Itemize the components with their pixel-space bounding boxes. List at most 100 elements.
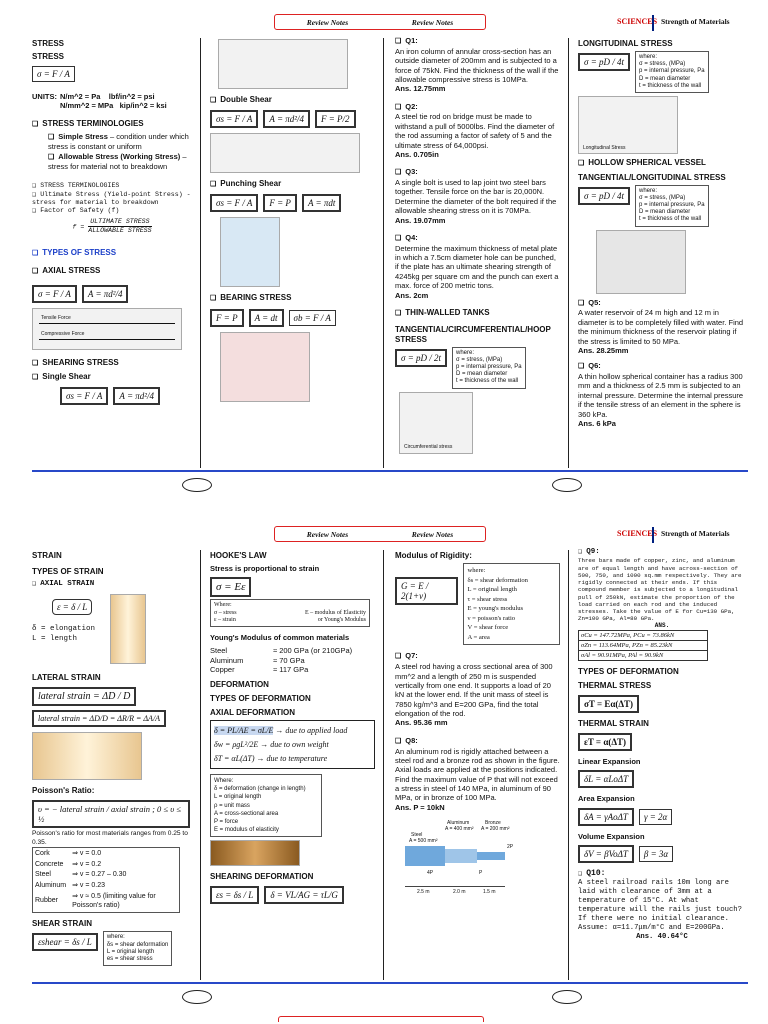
header-right: Review Notes <box>411 17 454 27</box>
circumferential-figure: Circumferential stress <box>399 391 473 454</box>
deformation-figure <box>210 839 300 866</box>
page-oval <box>552 478 582 492</box>
column-4: Q9: Three bars made of copper, zinc, and… <box>578 548 746 980</box>
section-title: HOOKE'S LAW <box>210 551 267 560</box>
question-label: Q8: <box>395 736 560 747</box>
page-2: Review Notes Review Notes SCIENCES Stren… <box>0 512 768 1024</box>
header-left: Review Notes <box>306 17 349 27</box>
section-title: STRESS <box>32 39 65 48</box>
section-title: HOLLOW SPHERICAL VESSEL <box>578 158 746 169</box>
legend-line: δs = shear deformation <box>467 576 528 584</box>
section-title: TANGENTIAL/CIRCUMFERENTIAL/HOOP STRESS <box>395 324 551 344</box>
thermal-stress-formula: σT = Eα(ΔT) <box>578 694 640 713</box>
lateral-formula: lateral strain = ΔD / D <box>32 687 137 707</box>
legend-line: p = internal pressure, Pa <box>639 202 705 209</box>
section-title: AXIAL STRESS <box>32 266 192 277</box>
hoop-block: σ = pD / 2t where: σ = stress, (MPa) p =… <box>395 346 560 389</box>
question-label: Q4: <box>395 233 560 244</box>
rigidity-legend: where: δs = shear deformation L = origin… <box>463 563 560 646</box>
question-text: A steel tie rod on bridge must be made t… <box>395 112 555 150</box>
shear-strain-legend: where: δs = shear deformation L = origin… <box>102 931 173 967</box>
poisson-cell: ⇒ v = 0.0 <box>72 849 102 857</box>
formula: σs = F / A <box>210 193 259 212</box>
subject-label: Strength of Materials <box>661 17 730 26</box>
legend-line: E = modulus of elasticity <box>214 826 279 833</box>
modulus: ≈ 117 GPa <box>273 665 309 675</box>
formula: σs = F / A <box>60 386 109 405</box>
page-footer-line <box>32 982 748 984</box>
formula-note: → due to own weight <box>260 740 329 750</box>
fs-numerator: ULTIMATE STRESS <box>88 218 152 228</box>
section-title: LATERAL STRAIN <box>32 673 101 683</box>
fig-label: 4P <box>427 870 434 877</box>
section-title: TYPES OF DEFORMATION <box>578 666 679 676</box>
answer: Ans. 40.64°C <box>636 933 688 942</box>
formula: σs = F / A <box>210 109 259 128</box>
shear-strain-formula: εshear = δs / L <box>32 933 98 952</box>
force-diagram: Tensile Force Compressive Force <box>32 308 182 351</box>
definition: L = length <box>32 634 78 643</box>
formula: γ = 2α <box>638 808 673 825</box>
section-title: STRAIN <box>32 551 62 560</box>
result-line: σZn = 113.64MPa, PZn = 85.23kN <box>578 640 708 651</box>
answer: Ans. P = 10kN <box>395 802 445 812</box>
header-left: Review Notes <box>306 529 349 539</box>
legend-line: P = force <box>214 818 239 825</box>
column-divider <box>568 38 569 468</box>
formula: F = P <box>263 193 297 212</box>
column-3: Modulus of Rigidity: G = E / 2(1+ν) wher… <box>395 548 560 980</box>
stress-formula: σ = F / A <box>32 66 75 82</box>
legend-line: p = internal pressure, Pa <box>456 364 522 370</box>
answer: Ans. 0.705in <box>395 149 439 159</box>
material: Aluminum <box>210 655 244 665</box>
hooke-formula: σ = Eε <box>210 577 252 598</box>
term-allowable: Allowable Stress (Working Stress) – stre… <box>32 152 192 172</box>
legend-line: where: <box>106 934 125 941</box>
fig-label: A = 500 mm² <box>409 838 438 845</box>
longitudinal-formula: σ = pD / 4t <box>578 53 631 71</box>
formula: A = πd²/4 <box>263 109 310 128</box>
question-label: Q1: <box>395 36 560 47</box>
question-text: Determine the maximum thickness of metal… <box>395 243 559 291</box>
subsection-title: Single Shear <box>32 372 192 383</box>
material-cell: Steel <box>35 871 51 879</box>
fig-label: Aluminum <box>447 820 470 827</box>
legend-line: where: <box>639 187 658 194</box>
formula: σb = F / A <box>288 310 336 327</box>
shear-strain-block: εshear = δs / L where: δs = shear deform… <box>32 931 192 967</box>
thermal-strain-formula: εT = α(ΔT) <box>578 732 632 751</box>
legend-line: L = original length <box>467 586 517 594</box>
legend-line: p = internal pressure, Pa <box>639 68 705 75</box>
legend-line: t = thickness of the wall <box>456 378 519 385</box>
material: Steel <box>210 646 228 656</box>
fig-dimension: 2.0 m <box>453 889 466 896</box>
formula: εs = δs / L <box>210 885 260 904</box>
fig-label: Bronze <box>485 820 501 827</box>
tang-long-legend: where: σ = stress, (MPa) p = internal pr… <box>635 184 709 227</box>
legend-line: where: <box>639 54 658 60</box>
steel-rod <box>405 846 445 867</box>
question-text: A single bolt is used to lap joint two s… <box>395 178 557 216</box>
section-title: BEARING STRESS <box>210 293 375 304</box>
young-table: Steel≈ 200 GPa (or 210GPa) Aluminum≈ 70 … <box>210 646 375 674</box>
section-title: THERMAL STRESS <box>578 680 652 690</box>
formula: δV = βVoΔT <box>578 845 634 864</box>
hoop-legend: where: σ = stress, (MPa) p = internal pr… <box>452 346 526 389</box>
section-title: THIN-WALLED TANKS <box>395 308 560 319</box>
section-title: SHEARING STRESS <box>32 358 192 369</box>
answer: Ans. 6 kPa <box>578 418 616 428</box>
mono-text: Factor of Safety (f) <box>32 207 192 216</box>
legend-line: es = shear stress <box>106 955 153 962</box>
question-label: Q6: <box>578 361 746 372</box>
hoop-formula: σ = pD / 2t <box>395 348 448 367</box>
double-shear-figure <box>210 132 360 173</box>
subject-label: Strength of Materials <box>661 529 730 538</box>
subsection-title: Young's Modulus of common materials <box>210 632 350 642</box>
units-label: UNITS: <box>32 92 57 101</box>
modulus: ≈ 70 GPa <box>273 655 305 665</box>
longitudinal-figure: Longitudinal Stress <box>578 95 678 154</box>
legend-line: E = young's modulus <box>467 605 524 613</box>
material-cell: Aluminum <box>35 882 67 890</box>
unit-text: N/mm^2 = MPa <box>60 101 114 111</box>
section-title: SHEAR STRAIN <box>32 919 93 929</box>
